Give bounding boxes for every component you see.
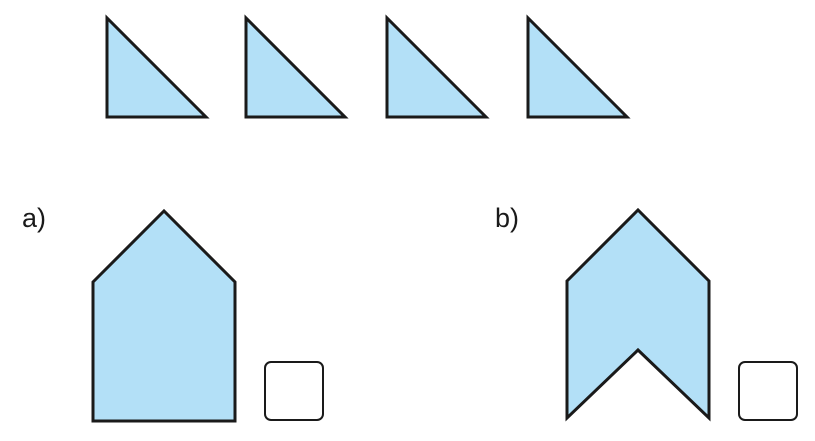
task-b-label: b) bbox=[495, 203, 519, 233]
task-a: a) bbox=[22, 203, 324, 423]
triangle-piece-2 bbox=[244, 14, 349, 119]
triangle-piece-1 bbox=[105, 14, 210, 119]
triangle-piece-4 bbox=[526, 14, 631, 119]
task-b: b) bbox=[495, 203, 798, 422]
answer-box-b[interactable] bbox=[738, 361, 798, 421]
task-a-label: a) bbox=[22, 203, 46, 233]
chevron-figure bbox=[565, 207, 711, 422]
house-figure bbox=[91, 208, 237, 423]
triangle-pieces-row bbox=[105, 14, 631, 119]
answer-box-a[interactable] bbox=[264, 361, 324, 421]
triangle-piece-3 bbox=[385, 14, 490, 119]
